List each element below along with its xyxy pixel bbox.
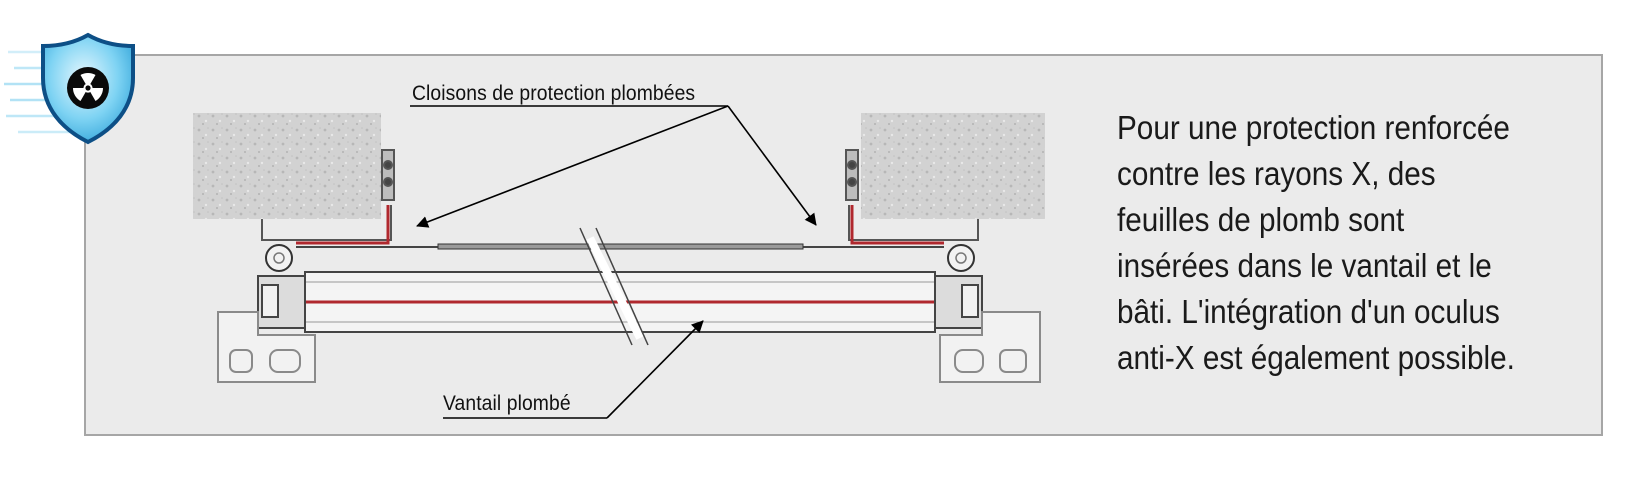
description-line: insérées dans le vantail et le: [1117, 247, 1492, 284]
leaf-end-right: [934, 275, 983, 329]
trefoil-icon: [67, 67, 109, 109]
frame-right: [845, 149, 979, 241]
description-line: Pour une protection renforcée: [1117, 109, 1510, 146]
leaf-end-left: [257, 275, 306, 329]
frame-profile-right: [939, 311, 1041, 383]
break-marks: [586, 236, 644, 340]
description-line: feuilles de plomb sont: [1117, 201, 1405, 238]
lead-sheet-strip: [437, 243, 804, 250]
description-line: bâti. L'intégration d'un oculus: [1117, 293, 1500, 330]
hinge-right: [947, 244, 975, 272]
leader-top: [410, 105, 817, 228]
wall-right: [861, 113, 1045, 219]
lead-partitions: [296, 205, 944, 245]
description-line: anti-X est également possible.: [1117, 339, 1515, 376]
hinge-left: [265, 244, 293, 272]
wall-left: [193, 113, 381, 219]
leader-bottom: [443, 320, 704, 419]
frame-left: [261, 149, 395, 241]
description-line: contre les rayons X, des: [1117, 155, 1436, 192]
description-text: Pour une protection renforcée contre les…: [1117, 105, 1540, 381]
frame-profile-left: [217, 311, 316, 383]
label-lead-partitions: Cloisons de protection plombées: [412, 82, 696, 105]
label-lead-leaf: Vantail plombé: [443, 392, 571, 415]
radiation-shield-icon: [4, 32, 135, 145]
